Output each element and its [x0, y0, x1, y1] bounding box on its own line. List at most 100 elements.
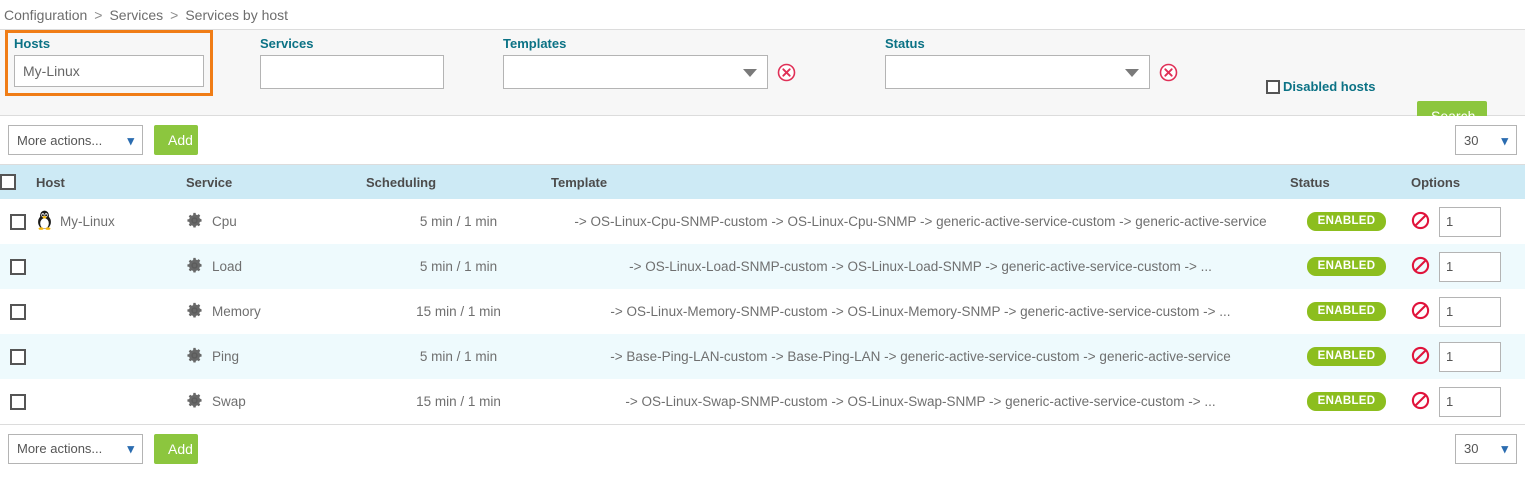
more-actions-select-bottom[interactable]: More actions... ▾ [8, 433, 143, 464]
status-select[interactable] [885, 55, 1150, 89]
options-input[interactable] [1439, 386, 1501, 417]
gear-icon [186, 212, 203, 232]
disabled-hosts-label: Disabled hosts [1283, 79, 1376, 94]
filter-bar: Hosts Services Templates Status [0, 29, 1525, 145]
tux-penguin-icon [36, 210, 53, 233]
status-cell: ENABLED [1290, 289, 1403, 334]
status-cell: ENABLED [1290, 199, 1403, 244]
options-input[interactable] [1439, 251, 1501, 282]
template-cell: -> OS-Linux-Swap-SNMP-custom -> OS-Linux… [625, 394, 1216, 409]
select-all-checkbox[interactable] [0, 174, 16, 191]
disable-circle-icon[interactable] [1411, 256, 1430, 278]
chevron-down-icon: ▾ [1501, 132, 1508, 148]
templates-clear-icon[interactable] [777, 63, 796, 82]
column-header-host[interactable]: Host [36, 165, 186, 199]
breadcrumb-item-configuration[interactable]: Configuration [4, 6, 88, 23]
template-cell: -> OS-Linux-Load-SNMP-custom -> OS-Linux… [629, 259, 1212, 274]
page-size-select-bottom[interactable]: 30 ▾ [1455, 433, 1517, 464]
more-actions-select-top[interactable]: More actions... ▾ [8, 125, 143, 155]
page-size-value: 30 [1464, 132, 1479, 148]
row-select-cell [0, 199, 36, 244]
host-cell [36, 334, 186, 379]
filter-group-hosts: Hosts [5, 30, 213, 96]
row-checkbox[interactable] [10, 393, 26, 410]
page-size-value: 30 [1464, 441, 1479, 456]
disable-circle-icon[interactable] [1411, 211, 1430, 233]
toolbar-bottom: More actions... ▾ Add 30 ▾ [0, 424, 1525, 472]
row-checkbox[interactable] [10, 258, 26, 275]
table-body: My-Linux Cpu 5 min / 1 min [0, 199, 1525, 424]
disabled-hosts-checkbox[interactable]: Disabled hosts [1266, 79, 1375, 94]
filter-group-status: Status [885, 36, 1178, 89]
breadcrumb-separator: > [94, 6, 103, 23]
services-table-wrapper: Host Service Scheduling Template Status … [0, 164, 1525, 424]
more-actions-label: More actions... [17, 441, 103, 456]
service-cell: Memory [186, 289, 366, 334]
services-input[interactable] [260, 55, 444, 89]
gear-icon [186, 257, 203, 277]
service-name[interactable]: Load [212, 259, 243, 274]
row-checkbox[interactable] [10, 213, 26, 230]
services-table: Host Service Scheduling Template Status … [0, 165, 1525, 424]
service-name[interactable]: Swap [212, 394, 246, 409]
scheduling-cell: 15 min / 1 min [416, 304, 501, 319]
options-input[interactable] [1439, 341, 1501, 372]
checkbox-box-icon [1266, 79, 1280, 94]
column-header-options: Options [1403, 165, 1525, 199]
template-cell: -> Base-Ping-LAN-custom -> Base-Ping-LAN… [610, 349, 1231, 364]
column-header-scheduling[interactable]: Scheduling [366, 165, 551, 199]
templates-select[interactable] [503, 55, 768, 89]
column-header-status[interactable]: Status [1290, 165, 1403, 199]
disable-circle-icon[interactable] [1411, 301, 1430, 323]
chevron-down-icon [743, 69, 757, 77]
add-button-bottom[interactable]: Add [154, 433, 198, 464]
page-size-select-top[interactable]: 30 ▾ [1455, 125, 1517, 155]
chevron-down-icon [1125, 69, 1139, 77]
options-cell [1403, 199, 1525, 244]
service-name[interactable]: Ping [212, 349, 240, 364]
table-header-row: Host Service Scheduling Template Status … [0, 165, 1525, 199]
row-checkbox[interactable] [10, 348, 26, 365]
toolbar-top: More actions... ▾ Add 30 ▾ [0, 116, 1525, 164]
service-cell: Cpu [186, 199, 366, 244]
add-button-top[interactable]: Add [154, 125, 198, 155]
column-header-template[interactable]: Template [551, 165, 1290, 199]
host-cell [36, 244, 186, 289]
select-all-header [0, 165, 36, 199]
row-select-cell [0, 379, 36, 424]
status-badge: ENABLED [1306, 347, 1387, 366]
disable-circle-icon[interactable] [1411, 346, 1430, 368]
service-name[interactable]: Memory [212, 304, 261, 319]
host-name[interactable]: My-Linux [60, 214, 115, 229]
hosts-label: Hosts [14, 36, 51, 51]
options-cell [1403, 244, 1525, 289]
host-cell [36, 379, 186, 424]
filter-group-services: Services [260, 36, 444, 89]
breadcrumb-item-services-by-host[interactable]: Services by host [185, 6, 289, 23]
row-select-cell [0, 334, 36, 379]
status-clear-icon[interactable] [1159, 63, 1178, 82]
chevron-down-icon: ▾ [127, 441, 134, 456]
hosts-input[interactable] [14, 55, 204, 87]
breadcrumb: Configuration > Services > Services by h… [0, 0, 1525, 29]
options-input[interactable] [1439, 296, 1501, 327]
options-input[interactable] [1439, 206, 1501, 237]
row-checkbox[interactable] [10, 303, 26, 320]
services-label: Services [260, 36, 314, 51]
table-row: Swap 15 min / 1 min -> OS-Linux-Swap-SNM… [0, 379, 1525, 424]
scheduling-cell: 15 min / 1 min [416, 394, 501, 409]
template-cell: -> OS-Linux-Memory-SNMP-custom -> OS-Lin… [610, 304, 1231, 319]
status-badge: ENABLED [1306, 257, 1387, 276]
disable-circle-icon[interactable] [1411, 391, 1430, 413]
gear-icon [186, 302, 203, 322]
service-name[interactable]: Cpu [212, 214, 237, 229]
breadcrumb-item-services[interactable]: Services [109, 6, 164, 23]
options-cell [1403, 289, 1525, 334]
gear-icon [186, 392, 203, 412]
options-cell [1403, 334, 1525, 379]
status-cell: ENABLED [1290, 379, 1403, 424]
row-select-cell [0, 244, 36, 289]
breadcrumb-separator: > [170, 6, 179, 23]
column-header-service[interactable]: Service [186, 165, 366, 199]
host-cell: My-Linux [36, 199, 186, 244]
